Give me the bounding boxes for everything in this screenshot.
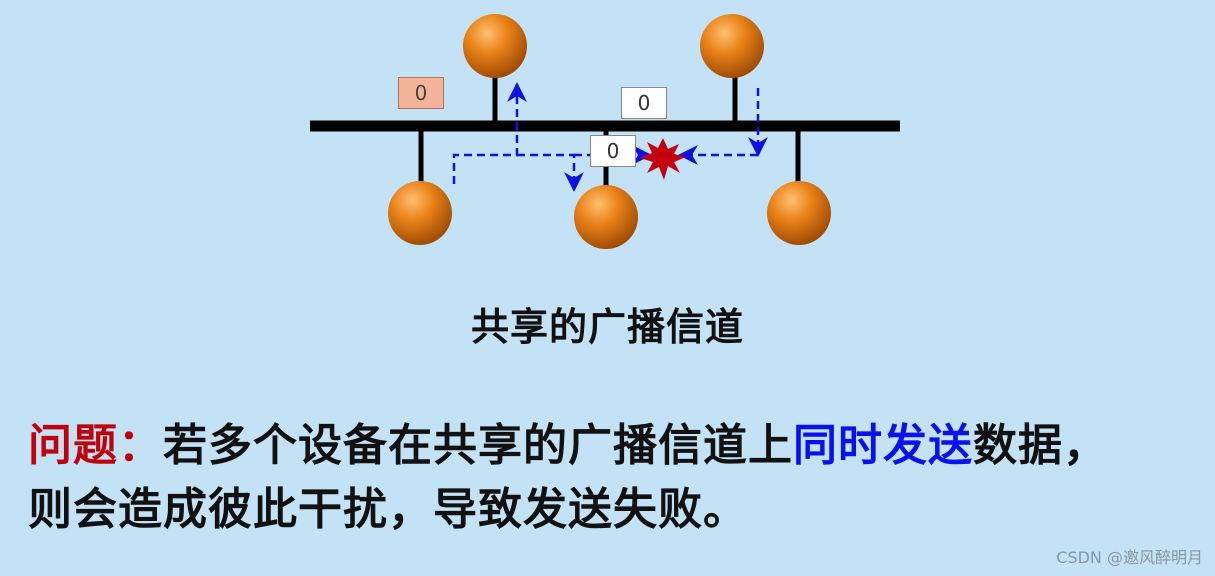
problem-line-2: 则会造成彼此干扰，导致发送失败。 [28, 484, 748, 535]
collision-burst [640, 138, 686, 180]
signal-path-a-down [517, 153, 584, 192]
problem-statement: 问题：若多个设备在共享的广播信道上同时发送数据， 则会造成彼此干扰，导致发送失败… [28, 414, 1198, 542]
problem-text-part1: 若多个设备在共享的广播信道上 [163, 420, 793, 471]
broadcast-channel-diagram [310, 14, 900, 249]
nodes [388, 14, 831, 249]
watermark: CSDN @邀风醉明月 [1056, 548, 1203, 567]
problem-highlight: 同时发送 [793, 420, 973, 471]
frame-label: 0 [398, 77, 444, 109]
frame-label: 0 [621, 87, 667, 119]
problem-text-part2: 数据， [973, 420, 1108, 471]
signal-path-a-up [452, 82, 527, 184]
problem-label: 问题： [28, 420, 163, 471]
node [463, 14, 527, 78]
node [700, 14, 764, 78]
node [767, 181, 831, 245]
problem-line-1: 问题：若多个设备在共享的广播信道上同时发送数据， [28, 414, 1198, 478]
node [388, 181, 452, 245]
frame-label: 0 [590, 135, 636, 167]
signal-paths [452, 82, 768, 192]
diagram-caption: 共享的广播信道 [470, 305, 744, 349]
node [574, 185, 638, 249]
